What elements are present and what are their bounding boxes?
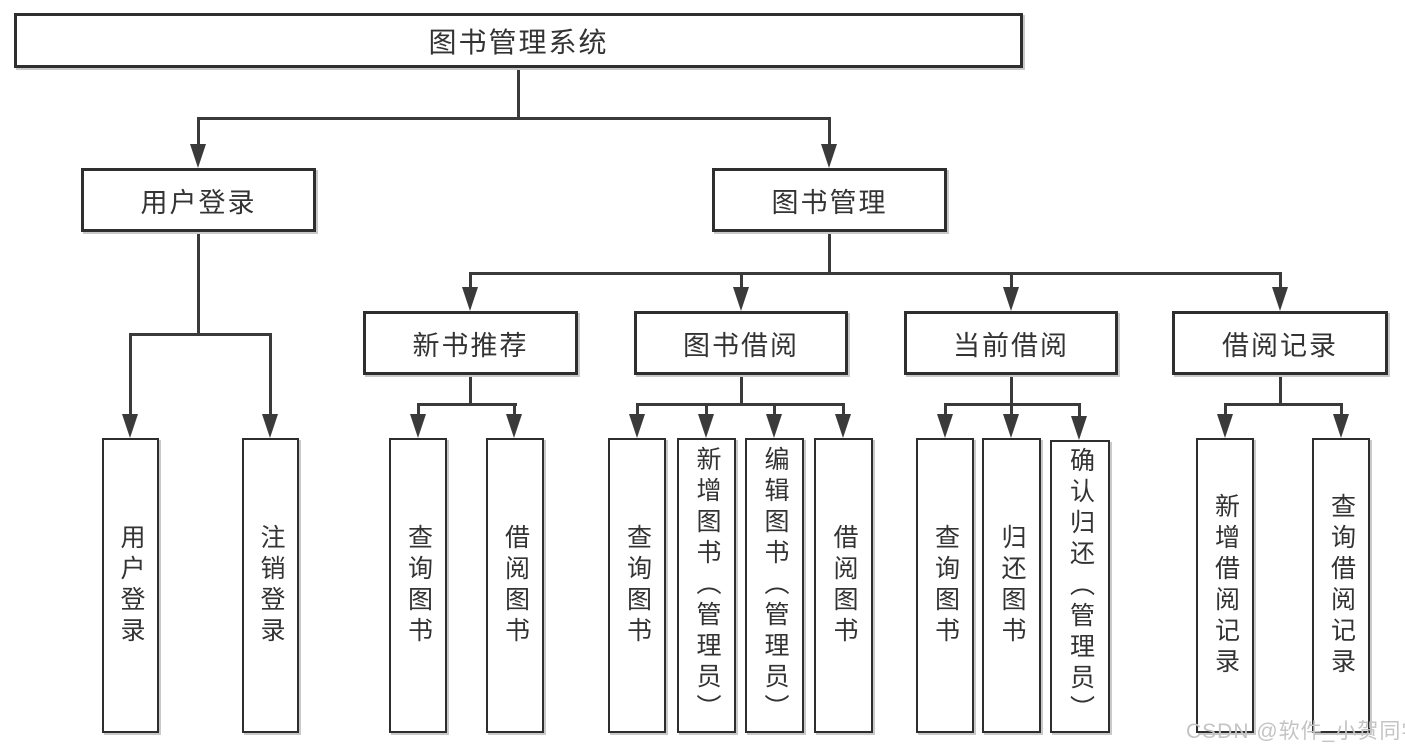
leaf-edit-book-admin: 编辑图书（管理员） (745, 438, 804, 733)
connector-userlogin-branch (129, 333, 272, 336)
arrowhead-leaf-logout (262, 414, 278, 438)
connector-drop-g3-2 (705, 403, 708, 416)
arrowhead-g4-1 (937, 414, 953, 438)
arrowhead-g4-2 (1003, 414, 1019, 438)
arrowhead-current-borrow (1003, 287, 1019, 311)
connector-newbook-branch (417, 403, 517, 406)
arrowhead-g3-2 (698, 414, 714, 438)
leaf-add-borrow-record: 新增借阅记录 (1196, 438, 1254, 733)
connector-drop-g4-2 (1010, 403, 1013, 416)
connector-drop-g4-1 (944, 403, 947, 416)
connector-drop-g5-1 (1224, 403, 1227, 416)
arrowhead-g4-3 (1071, 416, 1087, 440)
csdn-watermark: CSDN @软件_小贺同学 (1186, 720, 1405, 743)
node-book-borrowing: 图书借阅 (634, 311, 848, 375)
leaf-add-book-admin: 新增图书（管理员） (677, 438, 736, 733)
arrowhead-g5-1 (1217, 414, 1233, 438)
arrowhead-leaf-login (122, 414, 138, 438)
arrowhead-g3-4 (835, 414, 851, 438)
leaf-logout: 注销登录 (242, 438, 299, 733)
connector-drop-current-borrow (1010, 272, 1013, 289)
node-root-book-management-system: 图书管理系统 (14, 13, 1023, 68)
connector-newbook-stub (469, 375, 472, 406)
node-book-management: 图书管理 (712, 168, 947, 232)
arrowhead-g2-1 (410, 414, 426, 438)
arrowhead-book-management (821, 144, 837, 168)
leaf-query-book-borrow: 查询图书 (608, 438, 666, 733)
node-current-borrowing: 当前借阅 (904, 311, 1118, 375)
leaf-query-book-current: 查询图书 (916, 438, 974, 733)
connector-bookmgmt-stub (828, 232, 831, 275)
connector-drop-g5-2 (1340, 403, 1343, 416)
connector-currentborrow-stub (1010, 375, 1013, 406)
arrowhead-book-borrow (733, 287, 749, 311)
connector-drop-g3-3 (773, 403, 776, 416)
connector-drop-new-book (469, 272, 472, 289)
arrowhead-user-login (190, 144, 206, 168)
connector-drop-book-borrow (740, 272, 743, 289)
connector-level3-branch (470, 272, 1282, 275)
connector-drop-g2-1 (417, 403, 420, 416)
node-new-book-recommend: 新书推荐 (363, 311, 578, 375)
leaf-user-login: 用户登录 (102, 438, 159, 733)
connector-root-branch (197, 117, 831, 120)
arrowhead-g2-2 (506, 414, 522, 438)
connector-borrowrecord-stub (1279, 375, 1282, 406)
leaf-confirm-return-admin: 确认归还（管理员） (1050, 440, 1110, 733)
connector-userlogin-stub (197, 232, 200, 336)
arrowhead-borrow-record (1272, 287, 1288, 311)
connector-bookborrow-branch (636, 403, 844, 406)
arrowhead-g3-3 (766, 414, 782, 438)
leaf-query-borrow-record: 查询借阅记录 (1312, 438, 1370, 733)
connector-drop-g3-4 (842, 403, 845, 416)
connector-drop-g3-1 (636, 403, 639, 416)
connector-drop-user-login (197, 117, 200, 147)
arrowhead-new-book (462, 287, 478, 311)
connector-borrowrecord-branch (1224, 403, 1342, 406)
connector-drop-g4-3 (1078, 403, 1081, 418)
connector-drop-book-management (828, 117, 831, 147)
node-user-login: 用户登录 (81, 168, 316, 232)
leaf-borrow-book: 借阅图书 (814, 438, 873, 733)
connector-drop-leaf-logout (269, 333, 272, 417)
leaf-query-book-recommend: 查询图书 (389, 438, 447, 733)
node-borrowing-records: 借阅记录 (1172, 311, 1388, 375)
connector-drop-borrow-record (1279, 272, 1282, 289)
arrowhead-g5-2 (1333, 414, 1349, 438)
arrowhead-g3-1 (629, 414, 645, 438)
connector-drop-g2-2 (513, 403, 516, 416)
connector-root-stub (517, 68, 520, 120)
leaf-borrow-book-recommend: 借阅图书 (486, 438, 544, 733)
connector-drop-leaf-login (129, 333, 132, 417)
leaf-return-book: 归还图书 (982, 438, 1041, 733)
connector-bookborrow-stub (740, 375, 743, 406)
